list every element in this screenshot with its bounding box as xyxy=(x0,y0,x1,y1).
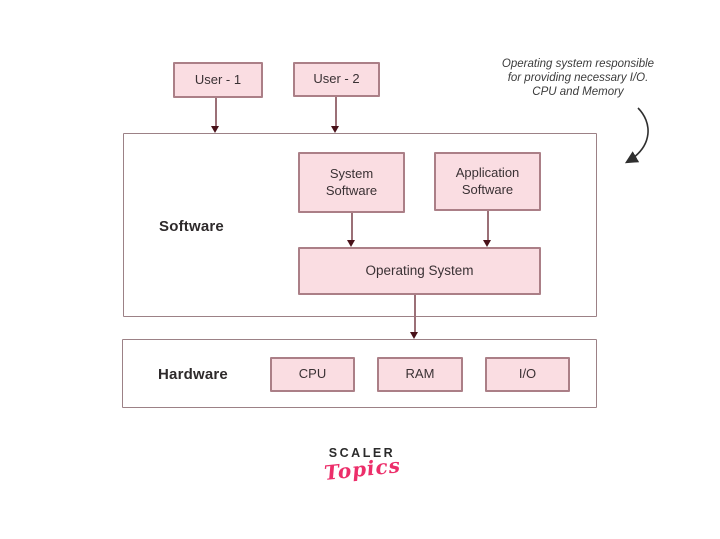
cpu-label: CPU xyxy=(298,366,327,382)
annotation-line-1: Operating system responsible xyxy=(501,58,655,70)
user-2-label: User - 2 xyxy=(313,71,360,87)
arrowhead-os-icon xyxy=(410,332,418,339)
annotation-line-2: for providing necessary I/O. xyxy=(507,72,649,84)
user-2-box: User - 2 xyxy=(293,62,380,97)
annotation-curved-arrow-icon xyxy=(624,107,649,164)
annotation-line-3: CPU and Memory xyxy=(532,86,624,98)
application-software-box: Application Software xyxy=(434,152,541,211)
arrow-application-to-os xyxy=(487,211,489,241)
arrow-user2-to-software xyxy=(335,97,337,127)
user-1-box: User - 1 xyxy=(173,62,263,98)
arrowhead-user1-icon xyxy=(211,126,219,133)
annotation-text: Operating system responsible for providi… xyxy=(468,57,688,99)
arrowhead-application-icon xyxy=(483,240,491,247)
logo-brand-text: SCALER xyxy=(328,446,396,460)
system-software-box: System Software xyxy=(298,152,405,213)
hardware-label: Hardware xyxy=(158,366,228,383)
arrowhead-system-icon xyxy=(347,240,355,247)
arrow-user1-to-software xyxy=(215,98,217,127)
arrow-system-to-os xyxy=(351,213,353,241)
operating-system-label: Operating System xyxy=(365,262,474,278)
operating-system-box: Operating System xyxy=(298,247,541,295)
arrow-os-to-hardware xyxy=(414,295,416,333)
cpu-box: CPU xyxy=(270,357,355,392)
software-label: Software xyxy=(159,218,224,235)
scaler-topics-logo: SCALER Topics xyxy=(302,446,422,485)
arrowhead-user2-icon xyxy=(331,126,339,133)
io-box: I/O xyxy=(485,357,570,392)
io-label: I/O xyxy=(518,366,537,382)
application-software-label: Application Software xyxy=(455,165,520,197)
system-software-label: System Software xyxy=(325,166,378,198)
ram-box: RAM xyxy=(377,357,463,392)
ram-label: RAM xyxy=(405,366,435,382)
user-1-label: User - 1 xyxy=(194,71,242,87)
